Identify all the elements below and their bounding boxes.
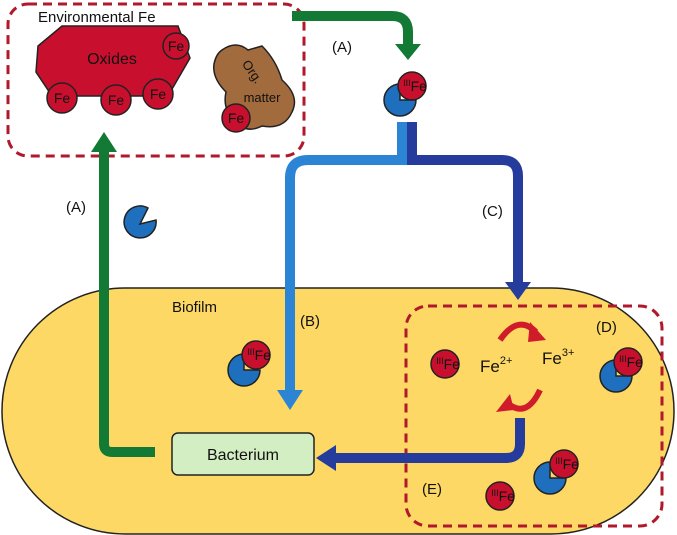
svg-text:IIIFe: IIIFe bbox=[247, 347, 271, 363]
svg-text:IIIFe: IIIFe bbox=[555, 456, 579, 472]
svg-text:Fe: Fe bbox=[54, 90, 71, 106]
fe-oxide-bottom-right: Fe bbox=[142, 78, 174, 110]
arrow-a-top bbox=[292, 11, 421, 60]
siderophore-complex-top: IIIFe bbox=[383, 71, 427, 117]
label-path-e: (E) bbox=[422, 481, 442, 498]
oxides-shape bbox=[35, 25, 191, 97]
biofilm-label: Biofilm bbox=[172, 299, 217, 316]
label-path-a-left: (A) bbox=[66, 199, 86, 216]
siderophore-complex-d-right: IIIFe bbox=[599, 347, 643, 393]
fe-oxide-top-right: Fe bbox=[162, 32, 190, 60]
cycle-d-box bbox=[404, 304, 664, 528]
redox-cycle bbox=[496, 321, 546, 412]
fe-organic: Fe bbox=[221, 103, 251, 133]
svg-text:IIIFe: IIIFe bbox=[403, 78, 427, 94]
svg-text:IIIFe: IIIFe bbox=[491, 488, 515, 504]
siderophore-complex-biofilm: IIIFe bbox=[227, 340, 271, 387]
free-siderophore bbox=[123, 205, 157, 239]
environmental-fe-box bbox=[6, 2, 306, 158]
label-path-b: (B) bbox=[300, 313, 320, 330]
arrow-e bbox=[316, 418, 525, 471]
fe2-ion: Fe2+ bbox=[480, 355, 512, 376]
free-fe-iii-left: IIIFe bbox=[430, 349, 460, 379]
fe-oxide-bottom-left: Fe bbox=[46, 82, 78, 114]
label-path-a-top: (A) bbox=[332, 39, 352, 56]
org-matter-label-2: matter bbox=[244, 90, 282, 105]
svg-text:IIIFe: IIIFe bbox=[619, 354, 643, 370]
arrow-a-left bbox=[91, 132, 155, 457]
environmental-fe-title: Environmental Fe bbox=[38, 9, 156, 26]
arrow-c bbox=[407, 122, 531, 300]
siderophore-complex-d-bottom: IIIFe bbox=[533, 449, 579, 495]
svg-text:Fe: Fe bbox=[228, 110, 245, 126]
fe-oxide-bottom-mid: Fe bbox=[100, 84, 132, 116]
free-fe-iii-bottom: IIIFe bbox=[485, 481, 515, 511]
label-path-d: (D) bbox=[596, 319, 617, 336]
label-path-c: (C) bbox=[482, 203, 503, 220]
bacterium-label: Bacterium bbox=[207, 447, 279, 464]
svg-text:Fe: Fe bbox=[150, 86, 167, 102]
svg-text:Fe: Fe bbox=[108, 92, 125, 108]
oxides-label: Oxides bbox=[87, 51, 137, 68]
fe3-ion: Fe3+ bbox=[542, 347, 574, 368]
bacterium-box bbox=[171, 432, 315, 476]
biofilm-region bbox=[1, 287, 675, 535]
arrow-b bbox=[277, 122, 407, 410]
svg-text:IIIFe: IIIFe bbox=[436, 356, 460, 372]
svg-text:Fe: Fe bbox=[168, 38, 185, 54]
